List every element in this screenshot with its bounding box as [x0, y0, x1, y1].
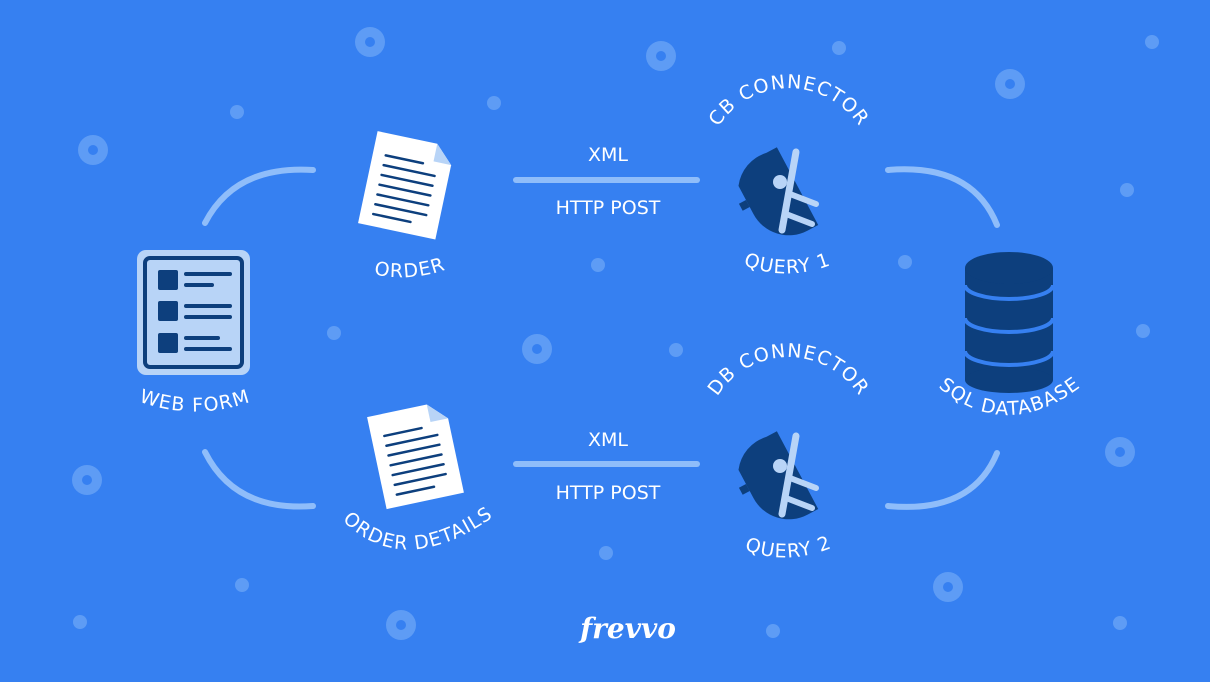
arc-webform-to-order: [202, 166, 316, 226]
query-1-label: QUERY 1: [741, 249, 833, 279]
plug-icon-top: [738, 147, 819, 236]
flow-bottom-format: XML: [588, 429, 628, 451]
flow-top-format: XML: [588, 144, 628, 166]
flow-bottom-method: HTTP POST: [556, 482, 661, 504]
web-form-icon: [137, 250, 250, 375]
frevvo-logo: frevvo: [578, 612, 676, 645]
order-label: ORDER: [373, 253, 448, 282]
db-connector-label: DB CONNECTOR: [703, 340, 873, 400]
arc-connector-to-database-top: [885, 166, 1000, 228]
order-document-icon: [358, 131, 452, 240]
background-decoration: [72, 27, 1159, 640]
arc-connector-to-database-bottom: [885, 450, 1000, 510]
arc-webform-to-order-details: [202, 449, 316, 510]
plug-icon-bottom: [738, 431, 819, 520]
order-details-document-icon: [367, 404, 464, 510]
cb-connector-label: CB CONNECTOR: [704, 71, 873, 130]
flow-top-method: HTTP POST: [556, 197, 661, 219]
order-details-label: ORDER DETAILS: [339, 502, 497, 555]
query-2-label: QUERY 2: [743, 531, 835, 562]
connector-arcs: [202, 166, 1000, 510]
database-icon: [963, 252, 1055, 393]
web-form-label: WEB FORM: [137, 385, 253, 416]
